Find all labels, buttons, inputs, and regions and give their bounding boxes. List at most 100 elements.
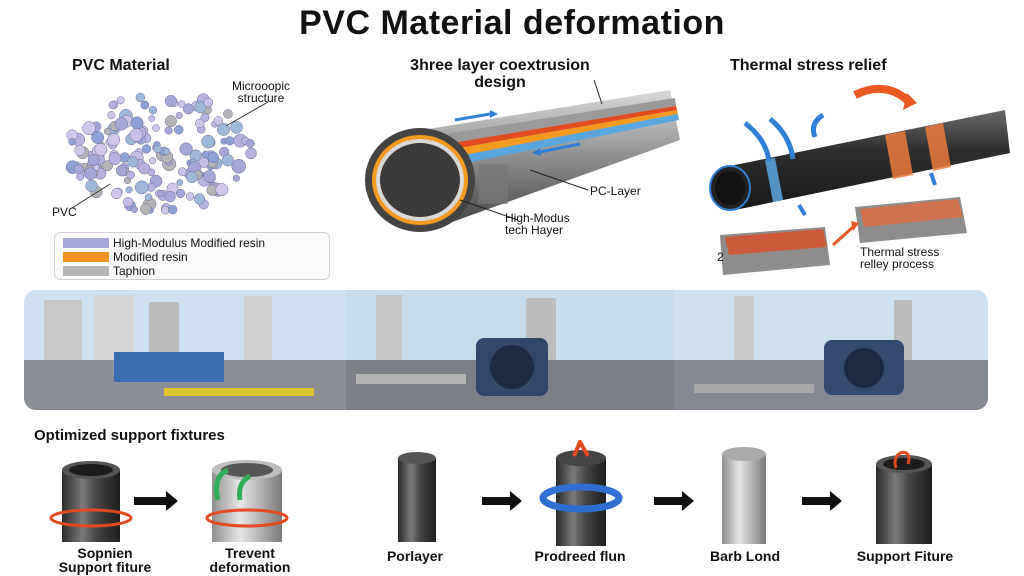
particle — [130, 116, 144, 130]
microstructure-diagram — [65, 92, 269, 215]
fixture-caption: Barb Lond — [710, 548, 780, 564]
particle — [73, 164, 84, 175]
particle — [231, 159, 246, 174]
particle — [174, 125, 184, 135]
particle — [116, 96, 125, 105]
particle — [141, 144, 152, 154]
particle — [148, 106, 158, 115]
particle — [149, 157, 157, 165]
fixture-caption: Sopnien Support fiture — [58, 545, 152, 575]
particle — [182, 103, 194, 115]
particle — [230, 121, 243, 134]
particle — [162, 147, 171, 156]
particle — [152, 124, 160, 132]
particle-cluster — [65, 92, 257, 215]
legend-label: Modified resin — [113, 250, 188, 264]
particle — [144, 193, 153, 202]
particle — [107, 111, 116, 120]
microstructure-label: Microoopic structure — [232, 79, 291, 105]
legend-item: High-Modulus Modified resin — [63, 236, 265, 250]
particle — [111, 188, 122, 200]
coextrusion-heading: 3hree layer coextrusion design — [410, 57, 590, 91]
material-legend: High-Modulus Modified resin Modified res… — [54, 232, 330, 280]
particle — [232, 174, 240, 182]
particle — [135, 92, 145, 103]
particle — [221, 154, 234, 167]
particle — [138, 162, 151, 175]
plant-photo — [346, 290, 674, 410]
particle — [176, 188, 186, 199]
particle — [94, 143, 108, 157]
particle — [74, 144, 86, 156]
pc-layer-label: PC-Layer — [590, 184, 641, 198]
particle — [178, 167, 187, 177]
particle — [126, 170, 135, 180]
particle — [215, 183, 229, 197]
particle — [108, 152, 122, 165]
fixture-caption: Trevent deformation — [209, 545, 291, 575]
particle — [200, 113, 210, 122]
legend-swatch — [63, 252, 109, 262]
thermal-process-label: Thermal stress relley process — [860, 245, 940, 271]
particle — [207, 151, 219, 163]
particle — [123, 197, 134, 208]
particle — [91, 131, 105, 144]
particle — [213, 116, 223, 126]
particle — [76, 172, 85, 181]
particle — [153, 145, 162, 154]
particle — [115, 165, 128, 177]
particle — [245, 147, 257, 160]
page-title: PVC Material deformation — [299, 4, 725, 42]
particle — [108, 100, 117, 110]
particle — [245, 139, 255, 148]
particle — [178, 100, 186, 108]
particle — [102, 160, 113, 172]
particle — [68, 138, 76, 146]
particle — [140, 100, 150, 110]
fixture-caption: Porlayer — [386, 548, 444, 564]
particle — [164, 94, 177, 108]
particle — [87, 153, 100, 166]
plant-photo — [24, 290, 346, 410]
particle — [225, 136, 235, 146]
particle — [84, 167, 97, 181]
particle — [127, 156, 139, 168]
particle — [147, 168, 156, 177]
particle — [164, 190, 176, 203]
fixtures-diagram — [49, 440, 932, 546]
particle — [176, 179, 184, 186]
particle — [168, 205, 178, 215]
thermal-step-number: 2 — [717, 250, 724, 264]
legend-swatch — [63, 266, 109, 276]
legend-swatch — [63, 238, 109, 248]
particle — [186, 171, 198, 184]
particle — [114, 117, 128, 131]
particle — [140, 203, 152, 215]
particle — [107, 133, 121, 147]
thermal-pipe-diagram — [709, 84, 1010, 275]
fixtures-heading: Optimized support fixtures — [34, 427, 225, 444]
coextrusion-pipe-diagram — [365, 80, 680, 232]
particle — [194, 101, 207, 114]
particle — [134, 180, 149, 195]
particle — [129, 128, 144, 142]
particle — [193, 193, 206, 205]
particle — [164, 115, 177, 128]
particle — [175, 112, 183, 120]
legend-label: Taphion — [113, 264, 156, 278]
material-heading: PVC Material — [72, 57, 170, 74]
particle — [131, 206, 138, 213]
particle — [164, 126, 173, 135]
particle — [223, 109, 233, 119]
particle — [195, 118, 205, 129]
particle — [125, 186, 133, 194]
legend-item: Taphion — [63, 264, 155, 278]
particle — [201, 134, 215, 149]
particle — [185, 192, 195, 201]
legend-item: Modified resin — [63, 250, 188, 264]
plant-photo-strip — [24, 290, 988, 410]
fixture-caption: Support Fiture — [856, 548, 954, 564]
particle — [82, 121, 96, 136]
particle — [148, 115, 156, 122]
plant-photo — [674, 290, 988, 410]
